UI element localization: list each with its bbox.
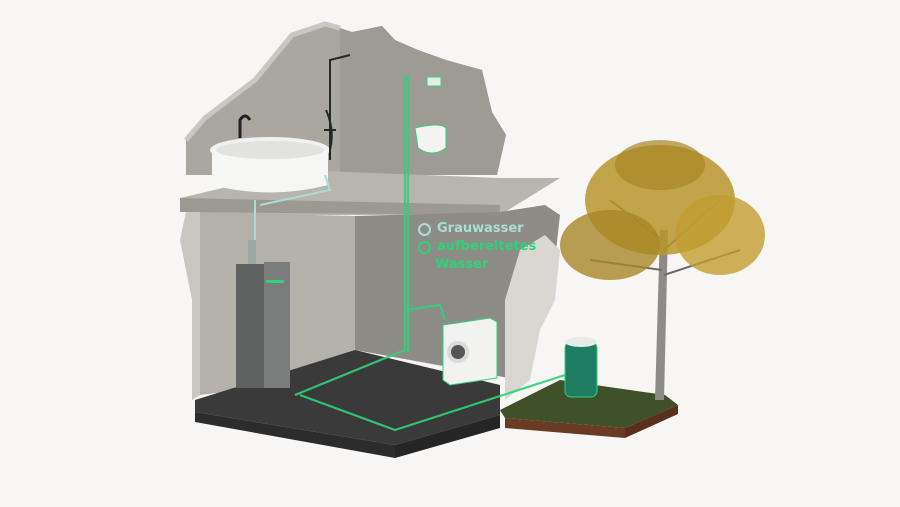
treated-water-pipes <box>294 75 566 432</box>
legend-label-greywater: Grauwasser <box>437 221 524 236</box>
greywater-pipes <box>254 174 332 240</box>
legend-label-treated-water-line1: aufbereitetes <box>437 239 537 254</box>
bathtub <box>210 114 330 193</box>
legend-item-treated-water-cont: Wasser <box>418 256 536 274</box>
toilet <box>414 76 447 154</box>
ring-icon <box>418 222 431 236</box>
legend-label-treated-water-line2: Wasser <box>435 257 489 272</box>
legend-item-greywater: Grauwasser <box>418 220 536 238</box>
ring-icon <box>418 240 431 254</box>
recycling-unit <box>236 240 290 388</box>
tree <box>560 140 765 400</box>
lawn <box>500 380 678 438</box>
washing-machine <box>442 317 498 386</box>
legend: Grauwasser aufbereitetes Wasser <box>418 220 536 274</box>
shower <box>324 54 351 160</box>
rain-barrel <box>564 337 598 398</box>
legend-item-treated-water: aufbereitetes <box>418 238 536 256</box>
